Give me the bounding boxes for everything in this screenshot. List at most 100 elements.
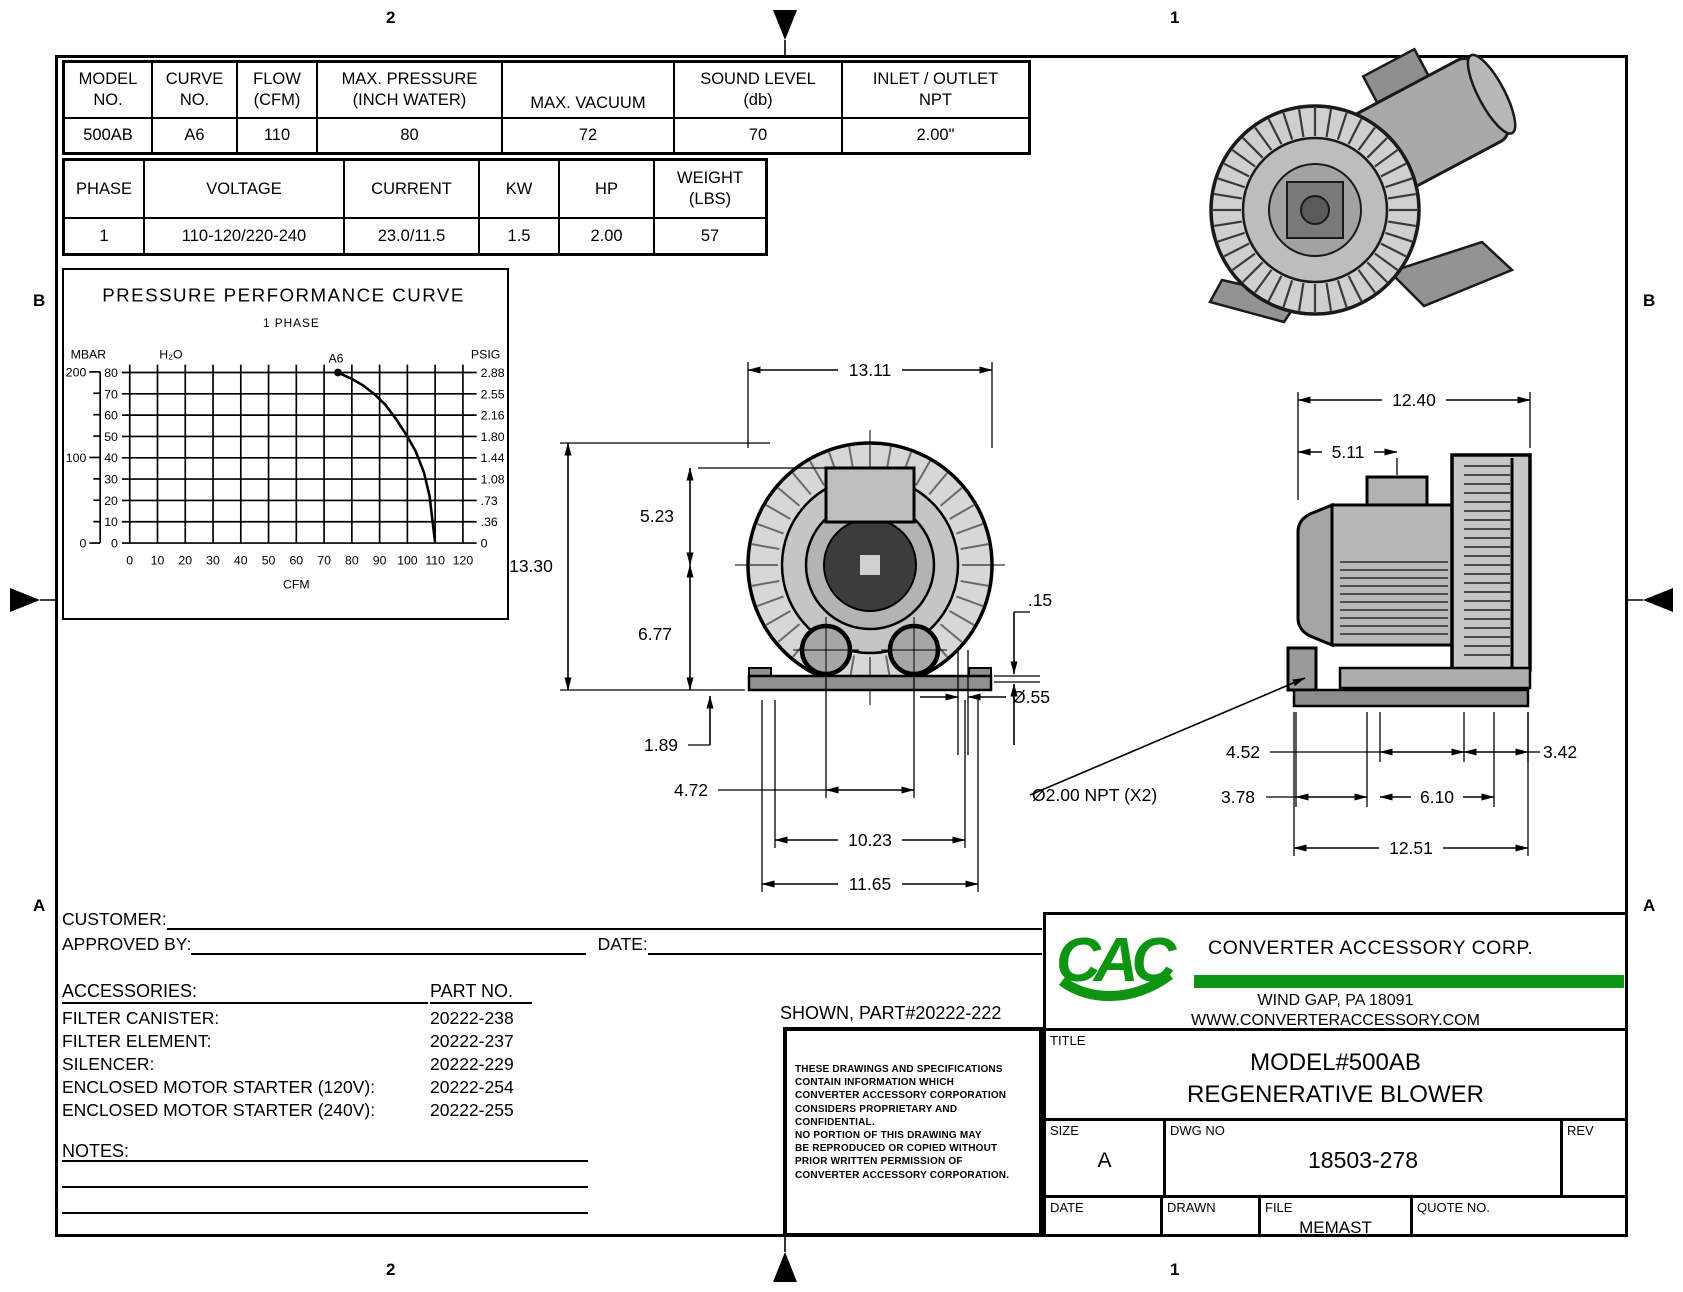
customer-label: CUSTOMER: [62, 909, 167, 929]
proprietary-line: CONTAIN INFORMATION WHICH [795, 1077, 955, 1089]
zone-label-bottom-left: 2 [386, 1260, 396, 1279]
registration-mark-left [10, 588, 58, 612]
chart-element [337, 371, 437, 544]
zone-label-right-a: A [1643, 896, 1656, 915]
chart-element: 40 [104, 451, 118, 465]
quote-no-label: QUOTE NO. [1417, 1200, 1490, 1215]
electrical-value: 2.00 [560, 219, 655, 253]
notes-line[interactable] [62, 1192, 588, 1214]
electrical-header: HP [560, 161, 655, 219]
registration-mark-bottom [773, 1234, 797, 1282]
title-block-size-row: SIZE A DWG NO 18503-278 REV [1046, 1121, 1625, 1198]
chart-element: 80 [345, 554, 359, 568]
electrical-value: 23.0/11.5 [345, 219, 480, 253]
proprietary-notice: THESE DRAWINGS AND SPECIFICATIONS CONTAI… [783, 1027, 1043, 1237]
zone-label-top-right: 1 [1170, 8, 1180, 27]
chart-element: 1.44 [481, 451, 504, 465]
chart-element: .73 [481, 494, 498, 508]
spec-header: MAX. PRESSURE (INCH WATER) [318, 63, 503, 119]
spec-header: SOUND LEVEL (db) [675, 63, 843, 119]
chart-element: 0 [481, 536, 488, 550]
date-input-line[interactable] [647, 933, 1043, 955]
file-value: MEMAST [1299, 1218, 1372, 1237]
chart-element: 70 [104, 387, 118, 401]
chart-element: 1.08 [481, 473, 504, 487]
cac-logo: CAC [1056, 926, 1185, 1001]
accessories-heading: ACCESSORIES: [62, 981, 428, 1004]
performance-curve-svg: PRESSURE PERFORMANCE CURVE 1 PHASE MBAR H₂O… [66, 285, 505, 592]
chart-element: H₂O [159, 348, 182, 362]
spec-table: MODEL NO. CURVE NO. FLOW (CFM) MAX. PRES… [62, 60, 1031, 155]
accessory-label: ENCLOSED MOTOR STARTER (120V): [62, 1077, 376, 1097]
customer-row: CUSTOMER: [62, 908, 1042, 930]
spec-value: 70 [675, 119, 843, 152]
chart-element [334, 368, 342, 377]
date-label: DATE: [597, 934, 648, 954]
registration-mark-right [1625, 588, 1673, 612]
spec-value: 72 [503, 119, 675, 152]
approved-input-line[interactable] [191, 933, 586, 955]
chart-element: 200 [66, 365, 87, 379]
electrical-header: CURRENT [345, 161, 480, 219]
chart-element: 100 [66, 451, 87, 465]
chart-element: 60 [289, 554, 303, 568]
electrical-header: WEIGHT (LBS) [655, 161, 765, 219]
notes-label: NOTES: [62, 1141, 130, 1161]
spec-header: FLOW (CFM) [238, 63, 318, 119]
electrical-header: KW [480, 161, 560, 219]
proprietary-line: CONFIDENTIAL. [795, 1116, 875, 1128]
dwg-no-value: 18503-278 [1308, 1147, 1418, 1173]
zone-label-top-left: 2 [386, 8, 396, 27]
chart-element: 1.80 [481, 430, 504, 444]
company-website: WWW.CONVERTERACCESSORY.COM [1191, 1012, 1480, 1029]
chart-element: 30 [104, 473, 118, 487]
size-value: A [1097, 1149, 1112, 1172]
electrical-value: 110-120/220-240 [145, 219, 345, 253]
title-block-bottom-row: DATE DRAWN FILE MEMAST QUOTE NO. [1046, 1198, 1625, 1237]
chart-element: PRESSURE PERFORMANCE CURVE [102, 285, 465, 306]
chart-element: 100 [397, 554, 418, 568]
proprietary-line: CONVERTER ACCESSORY CORPORATION. [795, 1169, 1010, 1181]
spec-header: CURVE NO. [153, 63, 238, 119]
proprietary-line: CONVERTER ACCESSORY CORPORATION [795, 1090, 1007, 1102]
chart-element: PSIG [471, 348, 500, 362]
rev-label: REV [1567, 1123, 1594, 1138]
spec-value: 80 [318, 119, 503, 152]
chart-element: 10 [104, 515, 118, 529]
customer-input-line[interactable] [166, 908, 1042, 930]
company-name: CONVERTER ACCESSORY CORP. [1208, 937, 1534, 959]
accessory-label: SILENCER: [62, 1054, 155, 1074]
size-label: SIZE [1050, 1123, 1079, 1138]
chart-element: 50 [262, 554, 276, 568]
chart-element: 50 [104, 430, 118, 444]
chart-element: MBAR [71, 348, 107, 362]
chart-element: 70 [317, 554, 331, 568]
title-block-title-row: TITLE MODEL#500AB REGENERATIVE BLOWER [1046, 1031, 1625, 1121]
accessory-label: FILTER ELEMENT: [62, 1031, 212, 1051]
chart-element: 0 [126, 554, 133, 568]
chart-element: 30 [206, 554, 220, 568]
approved-by-label: APPROVED BY: [62, 934, 192, 954]
title-block: CAC CONVERTER ACCESSORY CORP. WIND GAP, … [1043, 912, 1628, 1237]
chart-element: .36 [481, 515, 498, 529]
chart-element: 2.16 [481, 409, 504, 423]
notes-line[interactable] [62, 1140, 588, 1162]
proprietary-line: NO PORTION OF THIS DRAWING MAY [795, 1129, 982, 1141]
spec-header: MAX. VACUUM [503, 63, 675, 119]
notes-line[interactable] [62, 1166, 588, 1188]
electrical-header: PHASE [65, 161, 145, 219]
drawn-cell-label: DRAWN [1167, 1200, 1216, 1215]
chart-element: 1 PHASE [263, 316, 320, 330]
title-block-company-row: CAC CONVERTER ACCESSORY CORP. WIND GAP, … [1046, 915, 1625, 1031]
file-cell-label: FILE [1265, 1200, 1293, 1215]
drawing-title-line2: REGENERATIVE BLOWER [1187, 1081, 1484, 1108]
part-no-heading: PART NO. [430, 981, 532, 1004]
spec-value: 500AB [65, 119, 153, 152]
chart-element: 10 [151, 554, 165, 568]
electrical-value: 1.5 [480, 219, 560, 253]
zone-label-left-b: B [33, 291, 46, 310]
accessory-part: 20222-237 [430, 1031, 514, 1051]
spec-header: MODEL NO. [65, 63, 153, 119]
chart-element: 90 [373, 554, 387, 568]
